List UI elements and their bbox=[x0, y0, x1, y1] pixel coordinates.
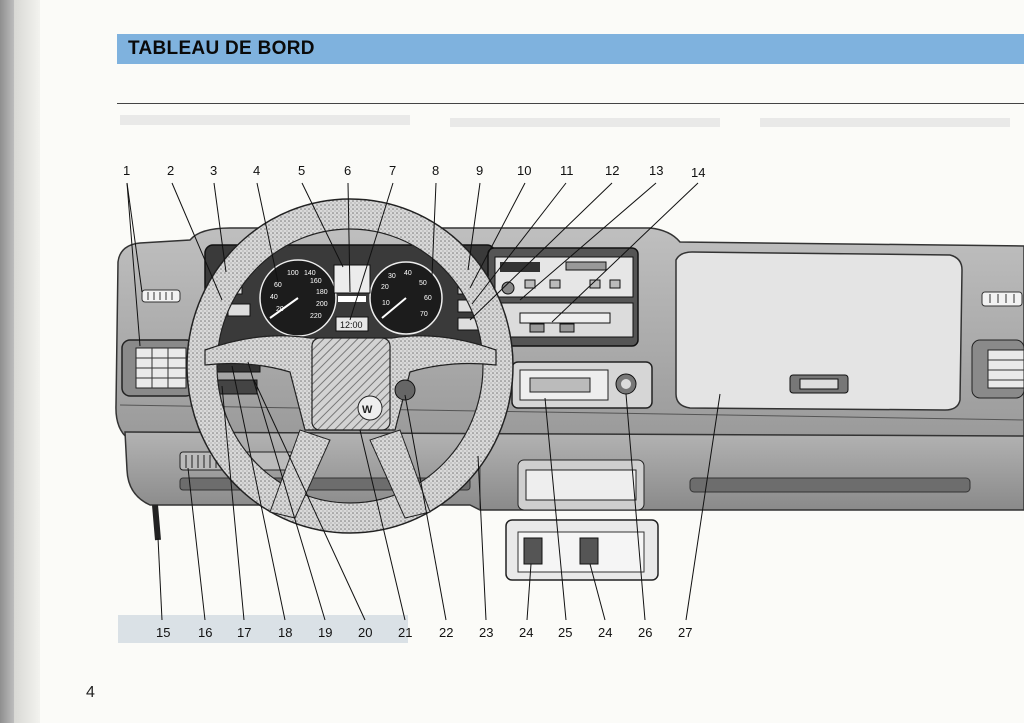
callout-number: 5 bbox=[298, 163, 306, 178]
callout-number: 14 bbox=[691, 165, 706, 180]
tacho-tick: 30 bbox=[388, 273, 396, 280]
callout-number: 26 bbox=[638, 625, 653, 640]
callout-number: 25 bbox=[558, 625, 573, 640]
speedo-tick: 200 bbox=[316, 301, 328, 308]
callout-number: 4 bbox=[253, 163, 261, 178]
speedo-tick: 40 bbox=[270, 294, 278, 301]
steering-wheel-icon: W bbox=[186, 198, 514, 534]
tacho-tick: 70 bbox=[420, 311, 428, 318]
header-band bbox=[117, 34, 1024, 64]
show-through-ghost bbox=[450, 118, 720, 127]
callout-number: 17 bbox=[237, 625, 252, 640]
warning-panel bbox=[333, 264, 371, 294]
callout-number: 22 bbox=[439, 625, 454, 640]
page-edge bbox=[0, 0, 14, 723]
speedo-tick: 160 bbox=[310, 278, 322, 285]
callout-number: 16 bbox=[198, 625, 213, 640]
callout-number: 3 bbox=[210, 163, 218, 178]
ignition-icon bbox=[394, 379, 416, 401]
tacho-tick: 40 bbox=[404, 270, 412, 277]
callout-number: 6 bbox=[344, 163, 352, 178]
page-number: 4 bbox=[86, 684, 95, 701]
clock-display: 12:00 bbox=[340, 320, 363, 330]
show-through-ghost bbox=[760, 118, 1010, 127]
speedo-tick: 100 bbox=[287, 270, 299, 277]
callout-number: 11 bbox=[560, 163, 574, 178]
radio-console bbox=[487, 247, 639, 347]
speedometer-ticks: 20 60 100 140 160 180 200 40 220 bbox=[270, 270, 328, 320]
glovebox bbox=[675, 251, 963, 411]
page-gutter bbox=[14, 0, 40, 723]
callout-number: 19 bbox=[318, 625, 333, 640]
switch-right bbox=[579, 537, 599, 565]
callout-number: 1 bbox=[123, 163, 131, 178]
callout-number: 24 bbox=[519, 625, 534, 640]
callout-number: 20 bbox=[358, 625, 373, 640]
callout-number: 27 bbox=[678, 625, 693, 640]
callout-number: 2 bbox=[167, 163, 175, 178]
speedo-tick: 220 bbox=[310, 313, 322, 320]
page-title: TABLEAU DE BORD bbox=[128, 38, 315, 59]
speedo-tick: 60 bbox=[274, 282, 282, 289]
show-through-ghost bbox=[120, 115, 410, 125]
show-through-ghost bbox=[118, 615, 408, 643]
callout-number: 23 bbox=[479, 625, 494, 640]
tachometer-ticks: 10 20 30 40 50 60 70 bbox=[381, 270, 432, 318]
callout-number: 8 bbox=[432, 163, 440, 178]
clock bbox=[335, 316, 369, 332]
callout-number: 7 bbox=[389, 163, 397, 178]
left-vent bbox=[121, 289, 195, 397]
svg-text:W: W bbox=[362, 404, 373, 416]
center-lower-panel bbox=[505, 361, 659, 581]
speedo-tick: 20 bbox=[276, 306, 284, 313]
callout-number: 10 bbox=[517, 163, 532, 178]
speedo-tick: 140 bbox=[304, 270, 316, 277]
tacho-tick: 50 bbox=[419, 280, 427, 287]
speedo-tick: 180 bbox=[316, 289, 328, 296]
callout-number: 13 bbox=[649, 163, 664, 178]
tacho-tick: 20 bbox=[381, 284, 389, 291]
tacho-tick: 10 bbox=[382, 300, 390, 307]
header-rule bbox=[117, 103, 1024, 104]
vw-logo-icon bbox=[357, 395, 383, 421]
callout-number: 15 bbox=[156, 625, 171, 640]
leader-lines bbox=[126, 182, 721, 621]
switch-left bbox=[523, 537, 543, 565]
tacho-tick: 60 bbox=[424, 295, 432, 302]
callout-number: 24 bbox=[598, 625, 613, 640]
callout-number: 18 bbox=[278, 625, 293, 640]
right-vent bbox=[971, 291, 1024, 399]
callout-number: 12 bbox=[605, 163, 620, 178]
callout-number: 21 bbox=[398, 625, 413, 640]
callout-number: 9 bbox=[476, 163, 484, 178]
